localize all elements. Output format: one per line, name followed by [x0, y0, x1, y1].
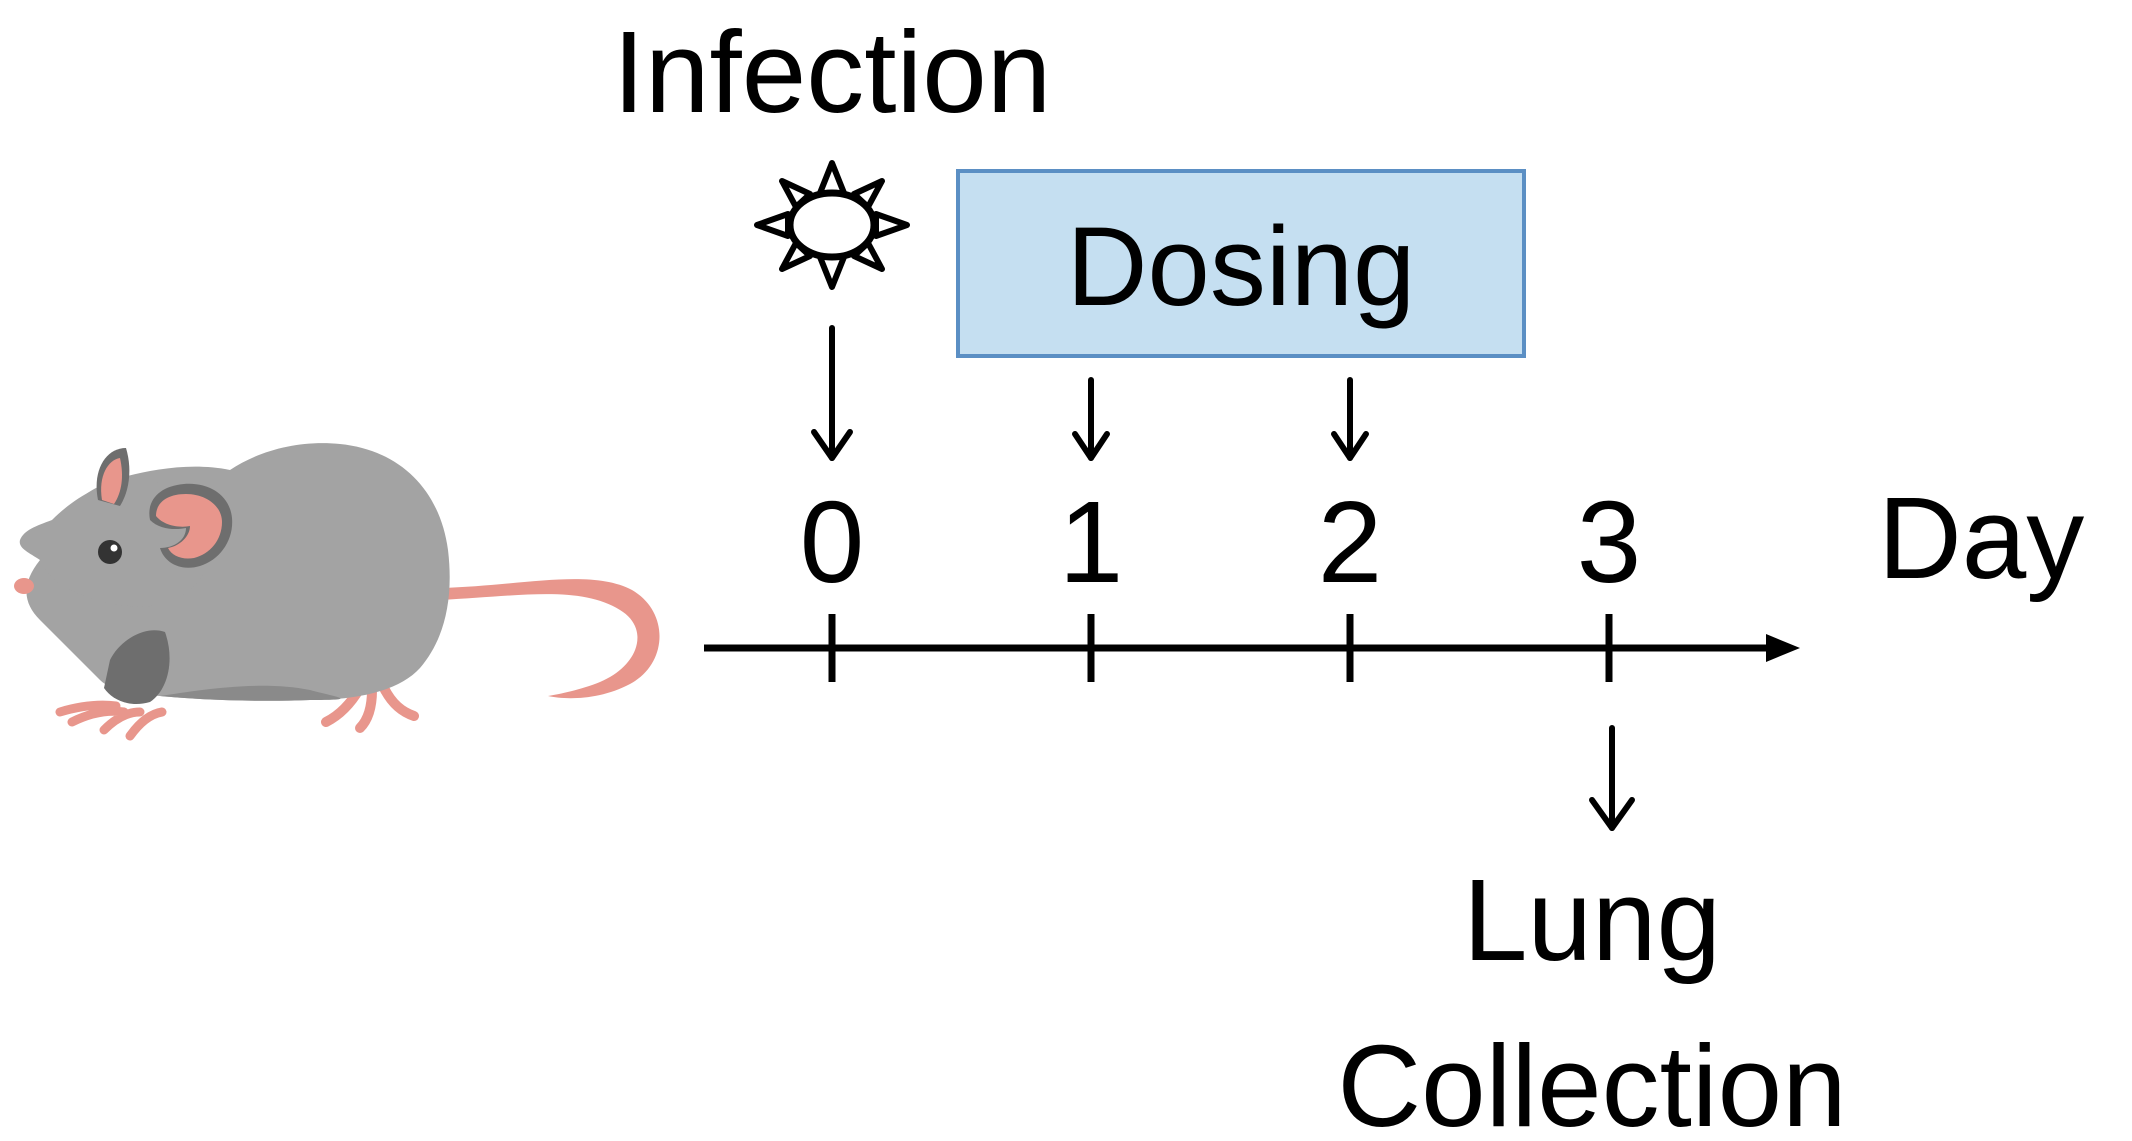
timeline-ticks [828, 614, 1613, 682]
dose-arrow-day-1 [1072, 377, 1110, 461]
collection-arrow [1589, 725, 1635, 831]
lung-label-line-1: Lung [1463, 855, 1721, 985]
day-label-1: 1 [1059, 477, 1124, 607]
day-label-0: 0 [800, 477, 865, 607]
infection-arrow [811, 325, 853, 461]
day-label-3: 3 [1577, 477, 1642, 607]
mouse-icon [14, 443, 660, 741]
infection-label: Infection [613, 7, 1052, 137]
day-label-2: 2 [1318, 477, 1383, 607]
lung-label-line-2: Collection [1337, 1021, 1846, 1141]
dosing-label: Dosing [1067, 204, 1416, 329]
mouse-eye [98, 540, 122, 564]
day-unit-label: Day [1878, 473, 2084, 603]
timeline-arrowhead [1766, 634, 1800, 662]
dose-arrow-day-2 [1331, 377, 1369, 461]
mouse-tail [440, 579, 660, 699]
virus-icon [754, 160, 910, 290]
dosing-box [956, 169, 1526, 358]
